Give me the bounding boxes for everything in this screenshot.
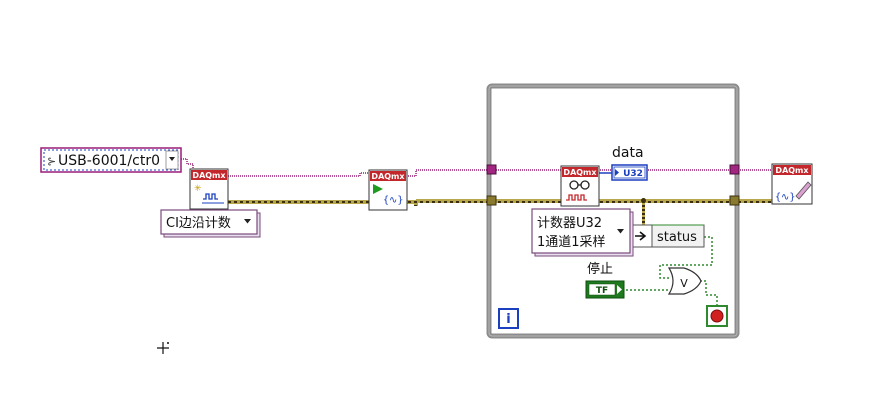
data-indicator-label: data bbox=[612, 145, 644, 161]
task-tunnel-in bbox=[486, 164, 497, 175]
channel-constant[interactable]: ⊱ USB-6001/ctr0 bbox=[40, 147, 182, 173]
or-gate-symbol: V bbox=[680, 277, 688, 290]
chevron-down-icon bbox=[617, 229, 624, 234]
loop-tunnels bbox=[486, 164, 740, 206]
iteration-terminal-label: i bbox=[506, 312, 510, 327]
svg-text:{∿}: {∿} bbox=[775, 192, 795, 203]
create-counter-channel-icon: ✳ bbox=[194, 184, 224, 204]
start-task-icon: {∿} bbox=[373, 184, 403, 206]
data-type-label: U32 bbox=[623, 169, 643, 179]
or-gate[interactable]: V bbox=[667, 267, 702, 295]
read-format-enum[interactable]: 计数器U32 1通道1采样 bbox=[531, 208, 634, 257]
clear-task-vi-header: DAQmx bbox=[775, 166, 809, 175]
start-task-vi-header: DAQmx bbox=[371, 172, 405, 181]
boolean-wire[interactable] bbox=[622, 236, 718, 306]
chevron-down-icon bbox=[244, 219, 251, 224]
task-tunnel-out bbox=[729, 164, 740, 175]
clear-task-icon: {∿} bbox=[775, 181, 812, 203]
read-vi[interactable]: DAQmx bbox=[560, 165, 600, 207]
svg-text:{∿}: {∿} bbox=[383, 195, 403, 206]
stop-condition-terminal[interactable] bbox=[706, 305, 728, 327]
error-tunnel-out bbox=[729, 195, 740, 206]
create-channel-vi-header: DAQmx bbox=[192, 171, 226, 180]
channel-constant-value: USB-6001/ctr0 bbox=[58, 153, 160, 169]
task-wire[interactable] bbox=[181, 158, 772, 177]
data-indicator[interactable]: U32 bbox=[611, 164, 648, 181]
start-task-vi[interactable]: DAQmx {∿} bbox=[368, 169, 408, 211]
error-wire[interactable] bbox=[228, 198, 772, 229]
stop-control-type: TF bbox=[596, 286, 608, 296]
chevron-down-icon bbox=[169, 157, 175, 161]
clear-task-vi[interactable]: DAQmx {∿} bbox=[771, 163, 813, 205]
read-vi-header: DAQmx bbox=[563, 168, 597, 177]
error-tunnel-in bbox=[486, 195, 497, 206]
stop-control[interactable]: TF bbox=[585, 280, 625, 299]
read-format-line1: 计数器U32 bbox=[537, 216, 602, 231]
svg-text:✳: ✳ bbox=[194, 184, 202, 194]
channel-ring-icon: ⊱ bbox=[47, 155, 56, 168]
create-channel-vi[interactable]: DAQmx ✳ bbox=[189, 168, 229, 210]
measurement-type-enum[interactable]: CI边沿计数 bbox=[160, 209, 261, 238]
measurement-type-value: CI边沿计数 bbox=[166, 216, 231, 231]
read-counter-icon bbox=[566, 180, 590, 201]
read-format-line2: 1通道1采样 bbox=[537, 235, 606, 250]
status-label: status bbox=[657, 230, 697, 245]
status-unbundle[interactable] bbox=[631, 224, 705, 248]
cursor-crosshair-icon bbox=[157, 342, 169, 354]
stop-control-label: 停止 bbox=[587, 261, 613, 277]
iteration-terminal: i bbox=[498, 308, 519, 329]
while-loop[interactable] bbox=[486, 83, 740, 339]
